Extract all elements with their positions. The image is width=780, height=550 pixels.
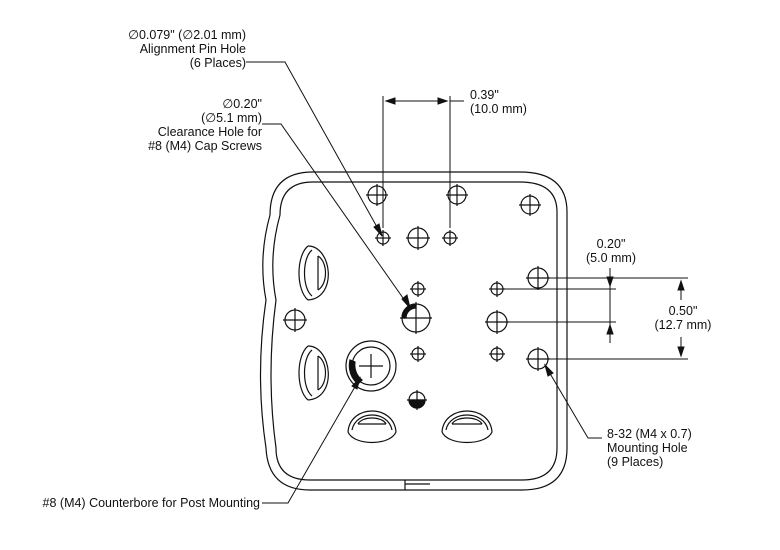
callout-pin-spacing: 0.39" (10.0 mm) xyxy=(470,88,527,116)
bottom-center-hole-shade xyxy=(408,399,426,409)
holes-group xyxy=(283,184,550,410)
pin-spacing-in: 0.39" xyxy=(470,88,499,102)
clearance-name-1: Clearance Hole for xyxy=(157,125,262,139)
alignment-pin-count: (6 Places) xyxy=(189,56,246,70)
alignment-pin-diameter: ∅0.079" (∅2.01 mm) xyxy=(128,28,246,42)
clearance-name-2: #8 (M4) Cap Screws xyxy=(148,139,262,153)
callout-mounting-hole: 8-32 (M4 x 0.7) Mounting Hole (9 Places) xyxy=(607,427,692,469)
mounting-count: (9 Places) xyxy=(607,455,664,469)
leader-alignment-pin xyxy=(246,61,383,237)
leader-mounting-hole xyxy=(544,364,602,439)
clearance-hole-shade xyxy=(401,303,417,319)
callout-clearance-hole: ∅0.20" (∅5.1 mm) Clearance Hole for #8 (… xyxy=(148,97,262,153)
plate-outline-outer xyxy=(259,171,568,491)
alignment-pin-hole xyxy=(489,346,505,362)
bottom-slot-right xyxy=(441,410,493,443)
counterbore-hole xyxy=(345,340,397,392)
offset-spacing-in: 0.20" xyxy=(596,237,626,251)
left-slot-upper xyxy=(298,245,329,301)
left-slot-lower xyxy=(298,345,329,401)
alignment-pin-hole xyxy=(442,230,458,246)
mounting-hole xyxy=(283,308,307,332)
leader-clearance-hole xyxy=(262,123,411,309)
alignment-pin-name: Alignment Pin Hole xyxy=(139,42,246,56)
mount-spacing-in: 0.50" xyxy=(668,304,698,318)
alignment-pin-hole xyxy=(489,281,505,297)
mounting-hole xyxy=(526,347,550,371)
alignment-pin-hole xyxy=(410,281,426,297)
mounting-name: Mounting Hole xyxy=(607,441,688,455)
callout-alignment-pin-hole: ∅0.079" (∅2.01 mm) Alignment Pin Hole (6… xyxy=(128,28,246,70)
pin-spacing-mm: (10.0 mm) xyxy=(470,102,527,116)
mounting-hole xyxy=(406,226,430,250)
clearance-diameter-in: ∅0.20" xyxy=(222,97,262,111)
alignment-pin-hole xyxy=(410,346,426,362)
callout-counterbore: #8 (M4) Counterbore for Post Mounting xyxy=(43,496,260,510)
plate-bottom-lip xyxy=(404,480,430,490)
mounting-hole xyxy=(526,266,550,290)
bottom-slot-left xyxy=(347,410,397,443)
plate-outline-inner xyxy=(270,181,558,481)
leader-counterbore xyxy=(262,377,361,504)
mounting-hole xyxy=(446,184,468,206)
clearance-diameter-mm: (∅5.1 mm) xyxy=(201,111,262,125)
mount-spacing-mm: (12.7 mm) xyxy=(654,318,712,332)
mounting-hole xyxy=(366,184,388,206)
alignment-pin-hole xyxy=(375,230,391,246)
mounting-hole xyxy=(519,194,541,216)
callout-offset-spacing: 0.20" (5.0 mm) xyxy=(580,237,642,265)
mounting-thread: 8-32 (M4 x 0.7) xyxy=(607,427,692,441)
offset-spacing-mm: (5.0 mm) xyxy=(586,251,636,265)
counterbore-label: #8 (M4) Counterbore for Post Mounting xyxy=(42,496,260,510)
callout-mount-spacing: 0.50" (12.7 mm) xyxy=(646,304,720,332)
